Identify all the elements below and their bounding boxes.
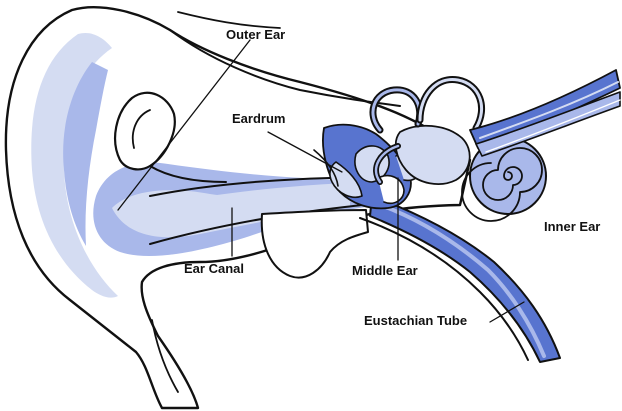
label-outer-ear: Outer Ear <box>226 28 285 41</box>
eustachian-tube-shape <box>360 196 560 362</box>
label-eardrum: Eardrum <box>232 112 285 125</box>
label-ear-canal: Ear Canal <box>184 262 244 275</box>
label-inner-ear: Inner Ear <box>544 220 600 233</box>
label-middle-ear: Middle Ear <box>352 264 418 277</box>
label-eustachian-tube: Eustachian Tube <box>364 314 467 327</box>
